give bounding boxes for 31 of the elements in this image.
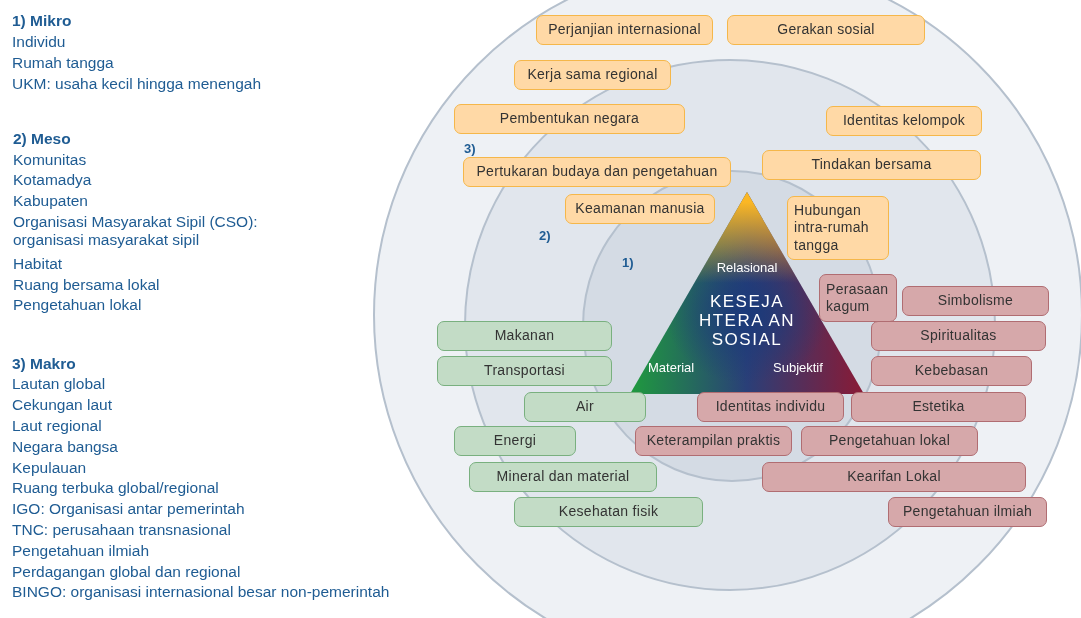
list-heading: 2) Meso [13,130,71,148]
list-heading: 1) Mikro [12,12,72,30]
list-item: Rumah tangga [12,54,114,72]
list-item: Cekungan laut [12,396,112,414]
list-item: Laut regional [12,417,102,435]
list-item: Kabupaten [13,192,88,210]
list-item: Kepulauan [12,459,87,477]
list-item: BINGO: organisasi internasional besar non-pemerintah [12,583,390,601]
list-item: Pengetahuan ilmiah [12,542,150,560]
ring-number: 1) [622,254,634,272]
vertex-label: Subjektif [773,360,823,375]
list-item: Habitat [13,255,63,273]
list-item: Negara bangsa [12,438,118,456]
list-item: Komunitas [13,151,87,169]
list-item: Kotamadya [13,171,92,189]
list-item: IGO: Organisasi antar pemerintah [12,500,245,518]
list-item: Individu [12,33,66,51]
ring-number: 3) [464,140,476,158]
list-item: TNC: perusahaan transnasional [12,521,231,539]
vertex-label: Relasional [715,260,779,275]
list-item: Ruang bersama lokal [13,276,160,294]
list-item: Lautan global [12,375,106,393]
list-heading: 3) Makro [12,355,76,373]
ring-number: 2) [539,227,551,245]
center-title: KESEJA HTERA AN SOSIAL [697,292,797,349]
list-item: Organisasi Masyarakat Sipil (CSO): organisasi masyarakat sipil [13,213,259,249]
list-item: Perdagangan global dan regional [12,563,241,581]
list-item: UKM: usaha kecil hingga menengah [12,75,261,93]
list-item: Ruang terbuka global/regional [12,479,219,497]
vertex-label: Material [648,360,695,375]
list-item: Pengetahuan lokal [13,296,142,314]
